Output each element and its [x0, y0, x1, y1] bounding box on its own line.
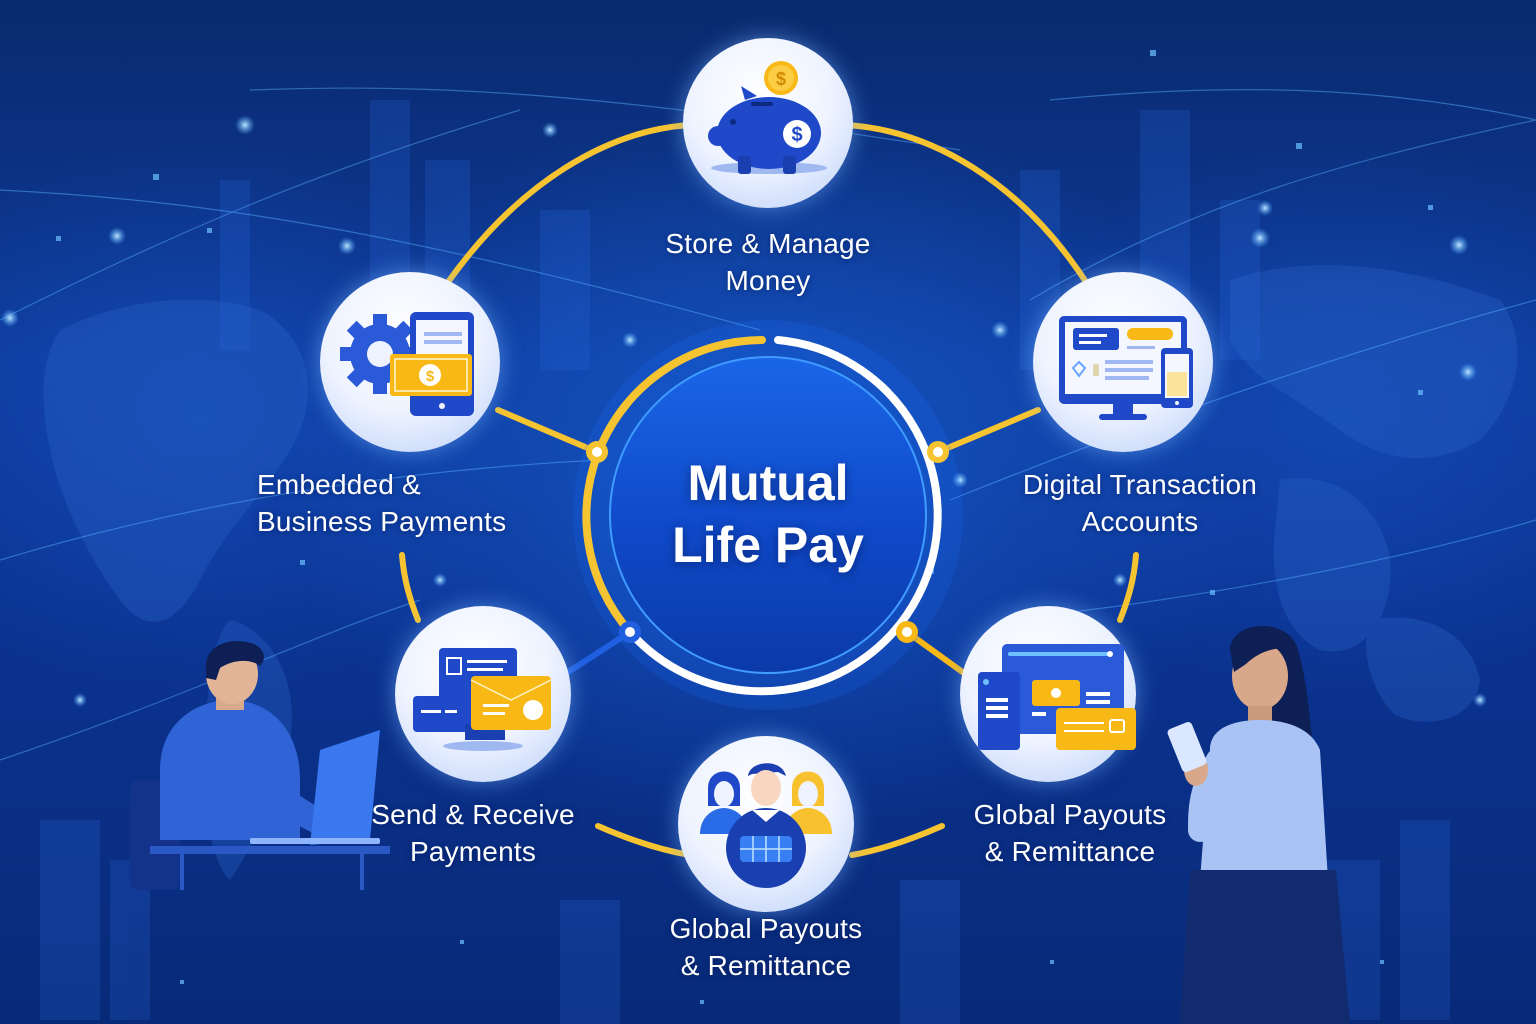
network-lines: [0, 87, 1536, 761]
gear-tablet-cash-icon: $: [340, 312, 474, 416]
monitor-phone-icon: [1059, 316, 1193, 420]
node-store-manage-money[interactable]: $ $: [683, 38, 853, 208]
node-global-payouts-center[interactable]: [678, 736, 854, 912]
spoke-global-right: [904, 629, 971, 679]
node-send-receive-payments[interactable]: [395, 606, 571, 782]
network-nodes: [1, 115, 1487, 707]
spoke-digital: [935, 407, 1041, 455]
smartphone: [1167, 722, 1207, 772]
label-digital-transaction-accounts: Digital Transaction Accounts: [1022, 469, 1258, 537]
svg-text:$: $: [776, 69, 786, 89]
hair: [206, 640, 264, 680]
label-global-payouts-right: Global Payouts & Remittance: [973, 799, 1167, 867]
arc-bottom-left: [595, 823, 693, 858]
payment-cards-icon: [413, 648, 552, 751]
label-send-receive-payments: Send & Receive Payments: [371, 799, 575, 867]
globe-grid-icon: [740, 836, 792, 862]
ring-connector-dots: [586, 441, 949, 643]
blouse: [1200, 720, 1328, 880]
browser-card-icon: [978, 644, 1136, 750]
desk: [150, 846, 390, 854]
laptop-screen: [310, 730, 380, 845]
arc-bottom-right: [849, 823, 945, 858]
svg-text:$: $: [791, 124, 802, 146]
center-title-line1: Mutual: [687, 455, 849, 511]
svg-text:$: $: [426, 368, 435, 385]
center-title-line2: Life Pay: [672, 517, 864, 573]
person-center-icon: [726, 763, 806, 888]
center-disc: [609, 356, 927, 674]
label-embedded-business-payments: Embedded & Business Payments: [257, 469, 507, 537]
man-working-on-laptop-illustration: [130, 640, 390, 890]
woman-using-smartphone-illustration: [1167, 625, 1350, 1024]
laptop-base: [250, 838, 380, 844]
node-global-payouts-right[interactable]: [960, 606, 1136, 782]
center-title: Mutual Life Pay: [618, 452, 918, 576]
label-store-manage-money: Store & Manage Money: [665, 228, 871, 296]
center-ring-white: [626, 336, 942, 696]
arc-left-down: [399, 552, 421, 623]
arc-top-left: [443, 122, 693, 288]
arc-top-right: [843, 122, 1091, 288]
node-digital-transaction-accounts[interactable]: [1033, 272, 1213, 452]
spoke-embedded: [495, 407, 600, 455]
skirt: [1180, 870, 1350, 1024]
shirt: [160, 700, 300, 840]
spoke-send: [559, 629, 633, 679]
node-embedded-business-payments[interactable]: $: [320, 272, 500, 452]
piggy-bank-icon: $ $: [708, 61, 827, 174]
people-globe-icon: [700, 763, 832, 888]
label-global-payouts-center: Global Payouts & Remittance: [669, 913, 863, 981]
arc-right-down: [1117, 552, 1139, 623]
